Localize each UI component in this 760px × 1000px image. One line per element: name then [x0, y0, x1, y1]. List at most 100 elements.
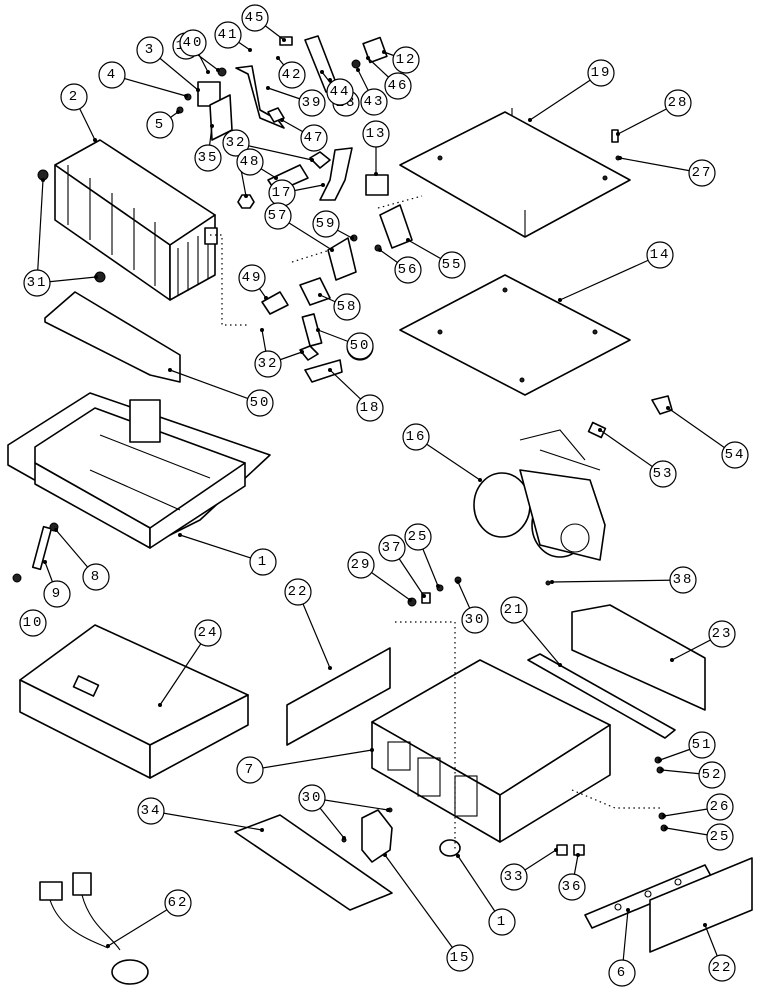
callout-58: 58	[333, 293, 361, 321]
callout-59: 59	[312, 210, 340, 238]
svg-text:52: 52	[702, 767, 723, 783]
leader-arrow	[370, 748, 374, 752]
svg-text:32: 32	[226, 135, 247, 151]
callout-22: 22	[284, 578, 312, 606]
svg-text:9: 9	[52, 586, 62, 602]
leader-arrow	[300, 350, 304, 354]
strip-21	[527, 653, 676, 739]
svg-text:56: 56	[398, 262, 419, 278]
fitting-10	[12, 573, 22, 583]
leader-arrow	[616, 132, 620, 136]
svg-text:58: 58	[337, 299, 358, 315]
bracket-57	[327, 237, 357, 281]
leader-arrow	[206, 70, 210, 74]
main-housing	[371, 659, 611, 843]
leader-line	[667, 407, 736, 456]
svg-text:53: 53	[653, 466, 674, 482]
leader-arrow	[378, 248, 382, 252]
callout-36: 36	[558, 873, 586, 901]
clip-37	[421, 592, 431, 604]
callout-13: 13	[362, 120, 390, 148]
leader-arrow	[576, 853, 580, 857]
svg-text:8: 8	[91, 569, 101, 585]
callout-25: 25	[404, 523, 432, 551]
plate-14-hole	[519, 377, 525, 383]
svg-text:25: 25	[710, 829, 731, 845]
callout-17: 17	[268, 179, 296, 207]
callout-44: 44	[326, 78, 354, 106]
leader-line	[529, 72, 602, 121]
leader-arrow	[666, 406, 670, 410]
svg-text:6: 6	[617, 965, 627, 981]
hose-49	[261, 291, 289, 315]
leader-arrow	[94, 275, 98, 279]
svg-text:35: 35	[198, 150, 219, 166]
leader-arrow	[264, 296, 268, 300]
leader-arrow	[216, 68, 220, 72]
leader-arrow	[328, 368, 332, 372]
leader-arrow	[374, 172, 378, 176]
leader-arrow	[408, 598, 412, 602]
callout-4: 4	[98, 61, 126, 89]
leader-arrow	[196, 88, 200, 92]
screw-28	[611, 129, 619, 143]
callout-29: 29	[347, 551, 375, 579]
callout-54: 54	[721, 441, 749, 469]
callout-52: 52	[698, 761, 726, 789]
leader-arrow	[618, 156, 622, 160]
callout-55: 55	[438, 251, 466, 279]
svg-text:17: 17	[272, 185, 293, 201]
leader-arrow	[528, 118, 532, 122]
strap-6-hole	[644, 890, 652, 898]
callout-31: 31	[23, 269, 51, 297]
callout-2: 2	[60, 83, 88, 111]
svg-text:3: 3	[145, 42, 155, 58]
expansion-valve	[197, 81, 221, 107]
svg-text:43: 43	[364, 94, 385, 110]
callout-3: 3	[136, 36, 164, 64]
leader-arrow	[320, 70, 324, 74]
callout-16: 16	[402, 423, 430, 451]
svg-text:45: 45	[245, 10, 266, 26]
leader-line	[159, 632, 209, 706]
callout-46: 46	[384, 72, 412, 100]
evaporator-core	[54, 139, 218, 301]
svg-text:4: 4	[107, 67, 117, 83]
leader-arrow	[382, 50, 386, 54]
switch-55	[379, 204, 413, 249]
leader-arrow	[266, 86, 270, 90]
svg-text:44: 44	[330, 84, 351, 100]
svg-text:50: 50	[350, 338, 371, 354]
svg-text:13: 13	[366, 126, 387, 142]
callout-40: 40	[179, 29, 207, 57]
callout-15: 15	[446, 944, 474, 972]
leader-line	[249, 749, 373, 771]
leader-arrow	[386, 808, 390, 812]
svg-text:37: 37	[382, 540, 403, 556]
svg-text:49: 49	[242, 270, 263, 286]
leader-arrow	[554, 848, 558, 852]
seal-strip-50	[44, 291, 181, 383]
fitting-45	[279, 36, 293, 46]
svg-text:10: 10	[23, 615, 44, 631]
plate-14	[399, 274, 631, 396]
callout-23: 23	[708, 620, 736, 648]
callout-26: 26	[706, 793, 734, 821]
svg-text:39: 39	[302, 95, 323, 111]
svg-text:21: 21	[504, 602, 525, 618]
leader-arrow	[558, 663, 562, 667]
callout-48: 48	[236, 148, 264, 176]
leader-line	[107, 902, 179, 947]
leader-arrow	[456, 580, 460, 584]
fitting-32-lower	[299, 345, 319, 361]
callout-1: 1	[249, 548, 277, 576]
svg-text:46: 46	[388, 78, 409, 94]
callout-24: 24	[194, 619, 222, 647]
plenum-housing	[7, 392, 271, 549]
svg-text:42: 42	[282, 67, 303, 83]
leader-arrow	[274, 176, 278, 180]
svg-text:22: 22	[712, 960, 733, 976]
leader-arrow	[158, 703, 162, 707]
svg-text:55: 55	[442, 257, 463, 273]
